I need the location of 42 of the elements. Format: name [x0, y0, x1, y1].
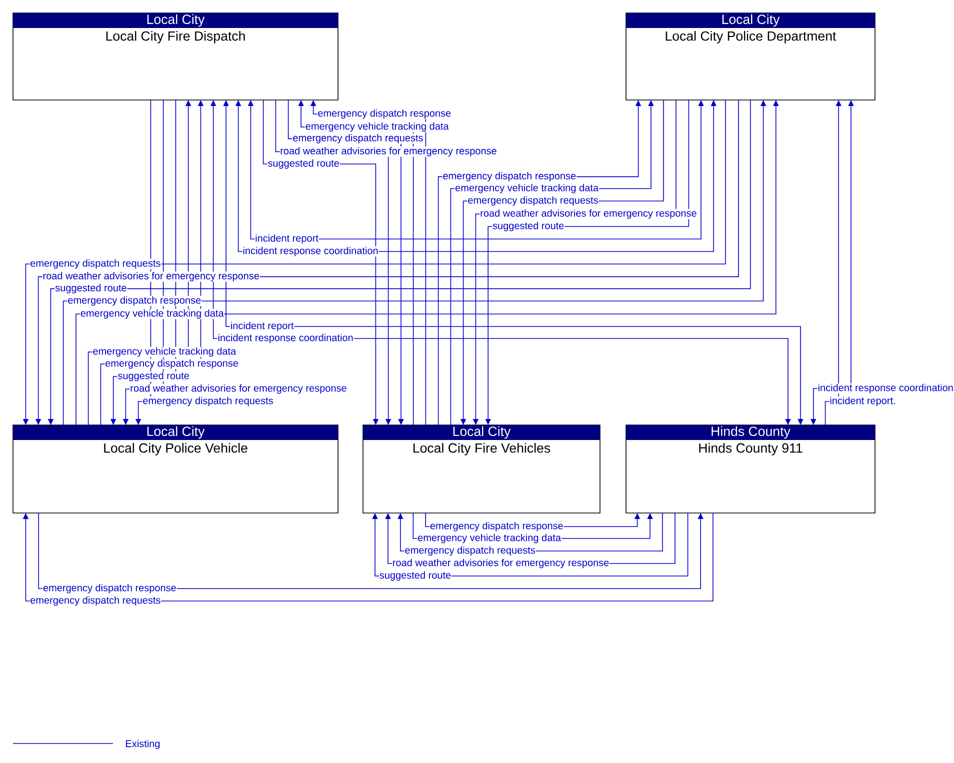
edge-label: incident report. — [829, 396, 896, 407]
edge-label: emergency dispatch requests — [30, 596, 162, 606]
edge-label: emergency dispatch response — [442, 172, 577, 182]
edge-label: emergency dispatch response — [104, 358, 239, 370]
edge-label: emergency dispatch requests — [467, 196, 599, 206]
edge-label: incident report — [230, 321, 294, 332]
header-band: Local City — [13, 425, 338, 440]
edge-label: suggested route — [267, 158, 340, 170]
header-band: Local City — [13, 13, 338, 28]
system-box — [626, 424, 876, 514]
edge-label: incident report — [254, 234, 319, 244]
edge-label: incident response coordination — [817, 383, 954, 394]
system-name: Local City Fire Vehicles — [414, 442, 550, 456]
header-band: Local City — [363, 425, 600, 440]
edge-label: emergency dispatch response — [430, 522, 564, 532]
edge-label: emergency dispatch requests — [292, 134, 424, 144]
edge-label: suggested route — [54, 284, 128, 294]
edge-label: suggested route — [117, 371, 190, 382]
edge-label: emergency dispatch requests — [30, 258, 162, 270]
edge-label: emergency dispatch response — [42, 584, 177, 594]
header-band: Hinds County — [626, 425, 875, 440]
edge-label: suggested route — [379, 570, 452, 582]
system-box — [626, 12, 876, 100]
system-name: Local City Police Department — [666, 30, 836, 44]
edge-label: emergency dispatch requests — [142, 396, 274, 407]
system-name: Local City Fire Dispatch — [106, 30, 245, 44]
edge-label: suggested route — [492, 221, 565, 232]
edge-label: emergency vehicle tracking data — [80, 308, 224, 320]
legend-label: Existing — [126, 740, 160, 750]
edge-label: emergency dispatch requests — [404, 546, 536, 556]
edge-label: emergency dispatch response — [67, 296, 202, 306]
system-box — [12, 424, 338, 514]
edge-label: emergency vehicle tracking data — [92, 346, 237, 358]
system-name: Local City Police Vehicle — [104, 442, 248, 456]
edge-label: emergency vehicle tracking data — [454, 184, 599, 194]
edge-label: emergency vehicle tracking data — [417, 533, 562, 544]
edge-label: emergency vehicle tracking data — [305, 122, 450, 132]
system-box — [12, 12, 338, 100]
header-band: Local City — [626, 13, 875, 28]
edge-label: emergency dispatch response — [317, 108, 452, 120]
system-box — [362, 424, 600, 514]
system-name: Hinds County 911 — [699, 442, 802, 456]
